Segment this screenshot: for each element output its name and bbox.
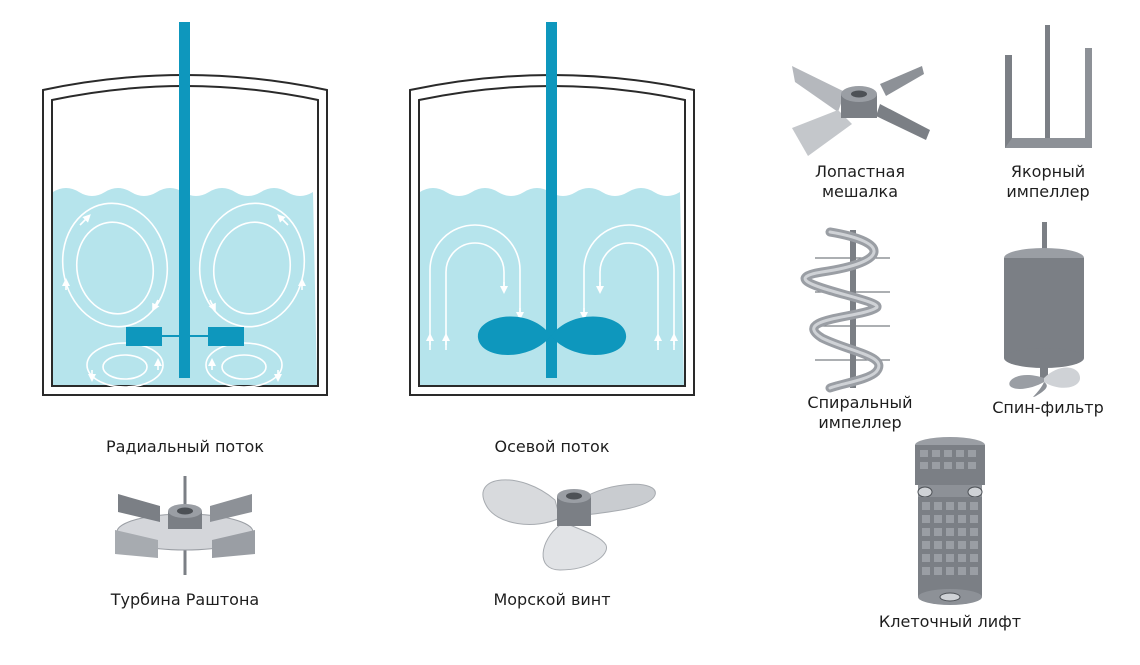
axial-flow-label: Осевой поток [494,437,610,456]
radial-flow-arrows [61,202,306,388]
axial-flow-vessel [409,22,695,396]
axial-flow-arrows [426,224,678,350]
marine-propeller-label: Морской винт [493,590,611,609]
anchor-impeller-icon [1005,25,1092,148]
spin-filter-label: Спин-фильтр [992,398,1104,417]
helical-impeller-label-line1: Спиральный [807,393,913,412]
axial-propeller [477,316,627,355]
anchor-impeller-label-line2: импеллер [1006,182,1090,201]
paddle-mixer-label: Лопастная мешалка [790,162,930,202]
helical-impeller-label: Спиральный импеллер [790,393,930,433]
paddle-mixer-label-line2: мешалка [821,182,899,201]
radial-flow-vessel [42,22,328,396]
paddle-mixer-icon [792,66,930,156]
axial-shaft [546,22,557,378]
rushton-turbine-label: Турбина Раштона [110,590,260,609]
radial-blade-left [126,327,162,346]
anchor-impeller-label: Якорный импеллер [978,162,1118,202]
cell-lift-icon [915,437,985,605]
radial-flow-label: Радиальный поток [106,437,264,456]
radial-blade-right [208,327,244,346]
spin-filter-icon [1004,222,1084,398]
anchor-impeller-label-line1: Якорный [1010,162,1086,181]
rushton-turbine-icon [115,476,255,575]
helical-impeller-icon [800,227,890,393]
helical-impeller-label-line2: импеллер [818,413,902,432]
radial-shaft [179,22,190,378]
marine-propeller-icon [482,479,656,571]
paddle-mixer-label-line1: Лопастная [814,162,906,181]
cell-lift-label: Клеточный лифт [878,612,1022,631]
